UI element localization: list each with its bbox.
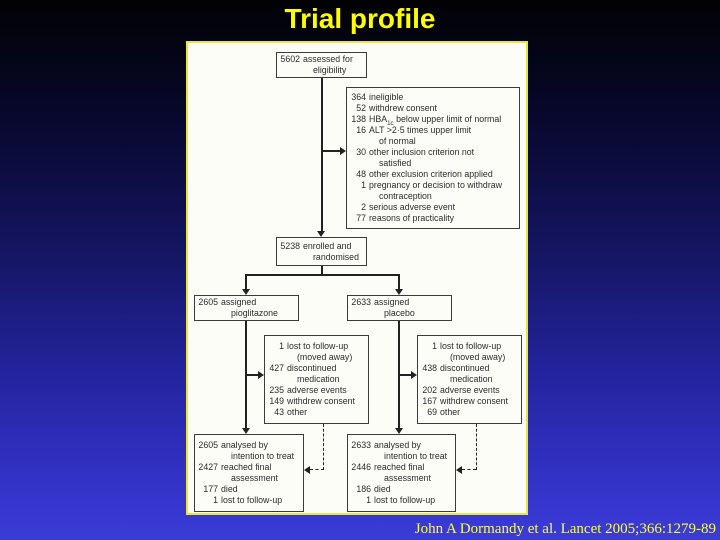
arrowhead-down-analysed-pioglitazone — [241, 428, 250, 434]
flow-line: satisfied — [379, 158, 412, 168]
arrowhead-down-enrolled — [317, 231, 325, 237]
flow-line: contraception — [379, 191, 432, 201]
dashed-connector-followup-pioglitazone — [323, 424, 324, 470]
arrowhead-left-analysed-placebo — [456, 465, 462, 474]
arrowhead-right-ineligible — [340, 146, 346, 155]
flow-line: medication — [297, 374, 340, 384]
flow-line: placebo — [384, 308, 415, 318]
flow-line: pioglitazone — [231, 308, 278, 318]
connector-branch-right — [398, 274, 400, 289]
citation-text: John A Dormandy et al. Lancet 2005;366:1… — [414, 521, 716, 537]
hba1c-subscript: 1c — [387, 119, 394, 127]
flow-line: of normal — [379, 136, 416, 146]
arrowhead-down-analysed-placebo — [394, 428, 403, 434]
flow-line: assessment — [384, 473, 431, 483]
flow-line: eligibility — [313, 65, 347, 75]
flow-line: assessment — [231, 473, 278, 483]
flow-line: (moved away) — [450, 352, 506, 362]
dashed-connector-to-analysed-placebo — [462, 469, 476, 470]
arrowhead-down-placebo — [394, 289, 403, 295]
arrowhead-right-followup-pioglitazone — [258, 370, 264, 379]
dashed-connector-followup-placebo — [476, 424, 477, 470]
slide-title: Trial profile — [284, 3, 436, 34]
flow-line: randomised — [313, 251, 359, 262]
connector-branch-left — [245, 274, 247, 289]
dashed-connector-to-analysed-pioglitazone — [310, 469, 324, 470]
arrowhead-right-followup-placebo — [411, 370, 417, 379]
connector-branch-horizontal — [245, 274, 400, 276]
flow-line: (moved away) — [297, 352, 353, 362]
connector-to-followup-pioglitazone — [246, 374, 258, 376]
arrowhead-left-analysed-pioglitazone — [304, 465, 310, 474]
flow-line: medication — [450, 374, 493, 384]
connector-to-ineligible — [322, 150, 340, 152]
flow-line: intention to treat — [231, 451, 295, 461]
arrowhead-down-pioglitazone — [241, 289, 250, 295]
flow-line: intention to treat — [384, 451, 448, 461]
connector-assessed-to-enrolled — [321, 78, 323, 231]
connector-to-followup-placebo — [399, 374, 411, 376]
connector-enrolled-stub — [321, 266, 323, 275]
